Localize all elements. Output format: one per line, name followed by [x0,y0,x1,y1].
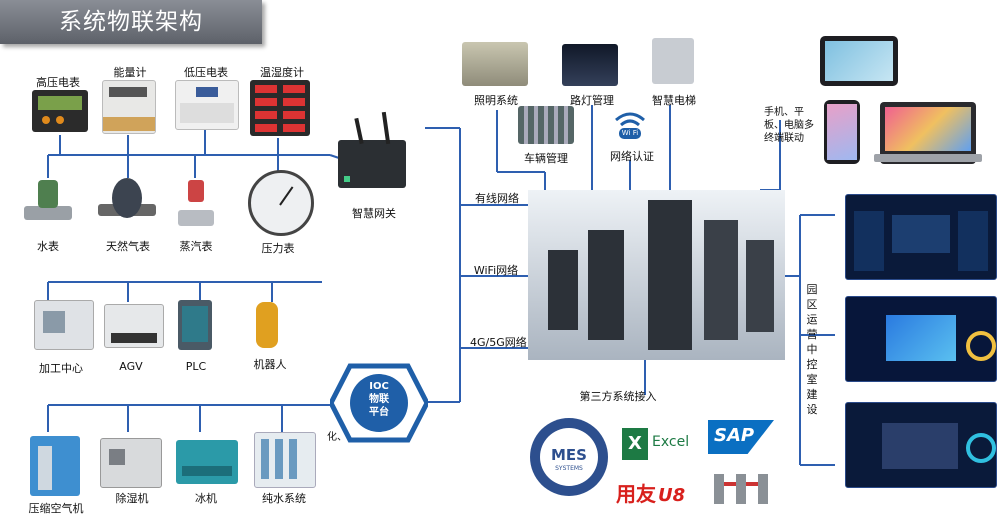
label-elevator: 智慧电梯 [652,94,696,107]
sap-logo-text: SAP [714,425,755,446]
steam-meter-image [178,180,214,234]
ioc-label-line1: IOC [369,381,389,392]
label-vehicle: 车辆管理 [524,152,568,165]
agv-image [104,304,164,348]
ioc-label-line2: 物联 [369,394,389,405]
label-third-party: 第三方系统接入 [579,390,657,403]
label-gas-meter: 天然气表 [106,240,150,253]
label-lighting: 照明系统 [474,94,518,107]
plc-image [178,300,212,350]
title-banner [0,0,262,44]
label-wifi-network: WiFi网络 [473,264,519,277]
label-cellular-network: 4G/5G网络 [470,336,527,349]
wifi-badge-text: Wi Fi [621,129,639,137]
label-pressure-gauge: 压力表 [261,242,295,255]
mes-logo-subtext: SYSTEMS [555,465,583,472]
label-low-voltage-meter: 低压电表 [184,66,228,79]
label-air-compressor: 压缩空气机 [28,502,84,515]
ioc-side-text: 化、 [327,432,347,443]
dashboard-screen-2 [845,296,997,382]
water-meter-image [24,180,72,232]
ioc-hexagon-icon [328,363,430,443]
label-temp-humidity-meter: 温湿度计 [260,66,304,79]
label-plc: PLC [185,360,207,373]
label-dehumidifier: 除湿机 [115,492,149,505]
temp-humidity-meter-image [250,80,310,136]
excel-logo-text: Excel [652,434,690,450]
label-pure-water: 纯水系统 [262,492,306,505]
street-light-image [562,44,618,86]
wifi-icon: Wi Fi [612,106,648,142]
yonyou-logo-text: 用友 [616,482,656,506]
low-voltage-meter-image [175,80,239,130]
laptop-image [874,102,982,164]
high-voltage-meter-image [32,90,88,132]
label-agv: AGV [119,360,143,373]
dashboard-screen-3 [845,402,997,488]
excel-logo: X Excel [622,426,692,464]
label-high-voltage-meter: 高压电表 [36,76,80,89]
excel-x-icon: X [622,428,648,460]
mes-logo-text: MES [551,446,587,464]
data-center-image [528,190,785,360]
chiller-image [176,440,238,484]
elevator-image [652,38,694,84]
cnc-machine-image [34,300,94,350]
label-cnc: 加工中心 [39,362,83,375]
pure-water-system-image [254,432,316,488]
label-network-auth: 网络认证 [610,150,654,163]
label-terminals: 手机、平板、电脑多终端联动 [764,107,814,144]
label-smart-gateway: 智慧网关 [352,207,396,220]
ioc-label-line3: 平台 [369,407,389,418]
industrial-robot-image [256,302,278,348]
label-chiller: 冰机 [195,492,217,505]
gas-meter-image [98,178,156,232]
smart-gateway-image [338,140,406,188]
label-water-meter: 水表 [37,240,59,253]
label-street-light: 路灯管理 [570,94,614,107]
label-wired-network: 有线网络 [475,192,519,205]
label-energy-meter: 能量计 [113,66,147,79]
tablet-image [820,36,898,86]
dashboard-screen-1 [845,194,997,280]
dehumidifier-image [100,438,162,488]
energy-meter-image [102,80,156,134]
vehicle-management-image [518,106,574,144]
air-compressor-image [30,436,80,496]
label-control-room: 园区运营中控室建设 [806,283,818,416]
yonyou-logo-suffix: U8 [658,485,686,506]
ioc-platform-badge: IOC 物联 平台 [328,362,430,444]
mes-logo: MES SYSTEMS [530,418,608,496]
label-robot: 机器人 [253,358,287,371]
lighting-system-image [462,42,528,86]
turnstile-gate-image [712,466,772,506]
pressure-gauge-image [248,170,314,236]
page-title: 系统物联架构 [59,9,203,35]
label-steam-meter: 蒸汽表 [179,240,213,253]
phone-image [824,100,860,164]
